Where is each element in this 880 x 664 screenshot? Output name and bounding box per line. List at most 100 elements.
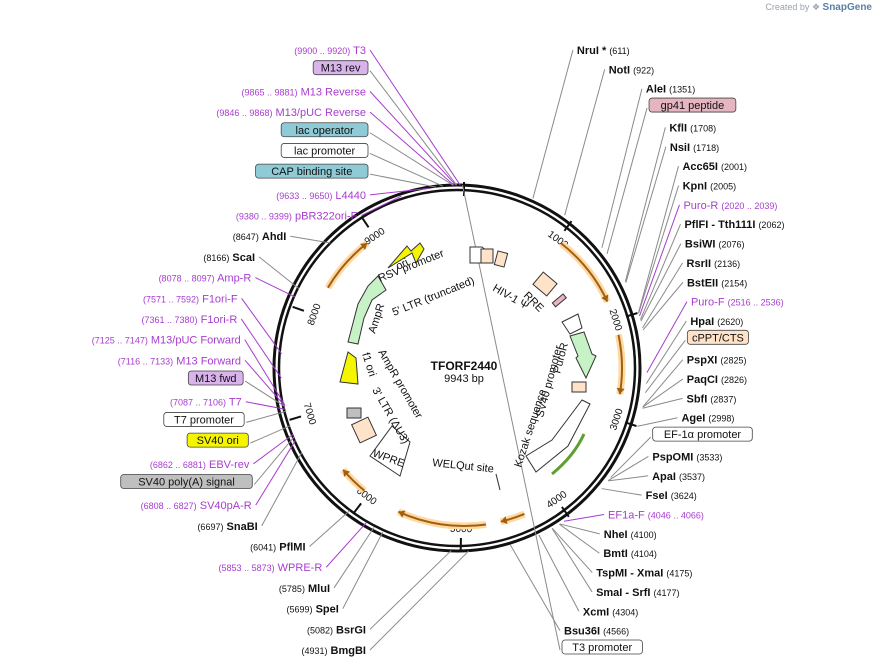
site-name: ApaI	[652, 471, 676, 483]
enzyme-label: NsiI (1718)	[670, 142, 719, 154]
leader-line	[253, 433, 294, 465]
site-position: (2825)	[720, 356, 746, 366]
orf-arrowhead	[601, 294, 609, 302]
enzyme-label: PflFI - Tth111I (2062)	[684, 219, 784, 231]
enzyme-label: SmaI - SrfI (4177)	[596, 587, 679, 599]
plasmid-name: TFORF2440	[431, 359, 498, 373]
leader-line	[244, 339, 286, 406]
credit-prefix: Created by	[765, 2, 810, 12]
site-name: SV40pA-R	[200, 500, 252, 512]
site-position: (3624)	[671, 491, 697, 501]
feature-box-label: lac operator	[296, 125, 354, 137]
site-position: (2136)	[714, 259, 740, 269]
feature-box	[312, 60, 369, 76]
site-position: (2998)	[708, 414, 734, 424]
rre-feature	[532, 271, 558, 297]
site-position: (922)	[633, 65, 654, 75]
site-name: Amp-R	[217, 273, 251, 285]
tick-mark	[361, 216, 370, 228]
leader-line	[253, 436, 295, 485]
site-position: (9846 .. 9868)	[216, 108, 272, 118]
site-position: (4304)	[612, 607, 638, 617]
site-name: T7	[229, 397, 242, 409]
primer-label: (5853 .. 5873) WPRE-R	[219, 562, 323, 574]
site-name: HpaI	[690, 316, 714, 328]
site-position: (9633 .. 9650)	[276, 191, 332, 201]
plasmid-length: 9943 bp	[444, 373, 484, 385]
feature-box-label: M13 rev	[321, 63, 361, 75]
enzyme-label: TspMI - XmaI (4175)	[596, 568, 692, 580]
site-name: SpeI	[316, 604, 339, 616]
site-name: PaqCI	[687, 374, 718, 386]
tick-label: 8000	[306, 302, 324, 327]
feature-box-label: SV40 ori	[197, 435, 239, 447]
site-name: AleI	[646, 84, 666, 96]
site-name: RsrII	[687, 258, 711, 270]
site-name: PspXI	[687, 355, 718, 367]
site-name: XcmI	[583, 606, 609, 618]
site-position: (2062)	[758, 220, 784, 230]
site-position: (4100)	[631, 530, 657, 540]
feature-box-label: lac promoter	[294, 145, 355, 157]
site-name: Puro-F	[691, 297, 725, 309]
leader-line	[642, 281, 684, 331]
snapgene-logo-icon: ❖	[811, 2, 821, 12]
feature-box	[255, 163, 369, 179]
site-position: (3537)	[679, 472, 705, 482]
site-position: (6697)	[197, 522, 223, 532]
site-position: (4175)	[666, 569, 692, 579]
site-position: (2020 .. 2039)	[721, 201, 777, 211]
leader-line	[559, 523, 600, 554]
site-name: WPRE-R	[278, 562, 323, 574]
site-position: (4931)	[301, 646, 327, 656]
leader-line	[369, 49, 461, 186]
inner-label-ori: ori	[394, 257, 410, 273]
welqut-tick	[495, 473, 501, 491]
ltr5-feature	[480, 248, 494, 264]
site-name: SmaI - SrfI	[596, 587, 650, 599]
enzyme-label: NheI (4100)	[604, 529, 657, 541]
site-position: (4177)	[654, 588, 680, 598]
leader-line	[610, 436, 652, 478]
site-name: Puro-R	[683, 200, 718, 212]
site-name: Acc65I	[682, 161, 717, 173]
site-position: (2001)	[721, 162, 747, 172]
feature-box	[648, 97, 737, 113]
feature-box-label: cPPT/CTS	[692, 332, 744, 344]
tick-mark	[625, 312, 638, 318]
primer-label: (9380 .. 9399) pBR322ori-F	[236, 211, 358, 223]
primer-label: (7125 .. 7147) M13/pUC Forward	[92, 335, 241, 347]
feature-box-label: M13 fwd	[195, 373, 237, 385]
leader-line	[645, 320, 687, 384]
site-name: NotI	[609, 64, 630, 76]
site-position: (5699)	[286, 605, 312, 615]
leader-line	[509, 544, 561, 631]
leader-line	[563, 514, 605, 522]
feature-box	[652, 426, 753, 442]
leader-line	[369, 91, 457, 186]
leader-line	[342, 531, 384, 609]
leader-line	[638, 204, 680, 317]
feature-box	[686, 329, 749, 345]
ltr3-feature	[350, 416, 378, 444]
site-position: (2826)	[721, 375, 747, 385]
leader-line	[325, 522, 367, 568]
primer-label: (8078 .. 8097) Amp-R	[159, 273, 252, 285]
inner-label-f1ori: f1 ori	[359, 351, 378, 378]
site-position: (9865 .. 9881)	[241, 87, 297, 97]
site-name: MluI	[308, 583, 330, 595]
site-position: (5785)	[279, 584, 305, 594]
site-name: M13/pUC Reverse	[276, 107, 366, 119]
inner-label-5ltr: 5' LTR (truncated)	[391, 275, 477, 319]
site-name: NsiI	[670, 142, 690, 154]
leader-line	[637, 417, 678, 427]
site-name: FseI	[646, 490, 668, 502]
gp41-feature	[551, 293, 567, 308]
leader-line	[532, 49, 574, 199]
feature-box-label: gp41 peptide	[661, 100, 725, 112]
site-position: (7361 .. 7380)	[141, 315, 197, 325]
f1-ori-feature	[339, 351, 359, 385]
site-position: (5082)	[307, 625, 333, 635]
leader-line	[608, 456, 649, 481]
site-name: M13/pUC Forward	[151, 335, 241, 347]
